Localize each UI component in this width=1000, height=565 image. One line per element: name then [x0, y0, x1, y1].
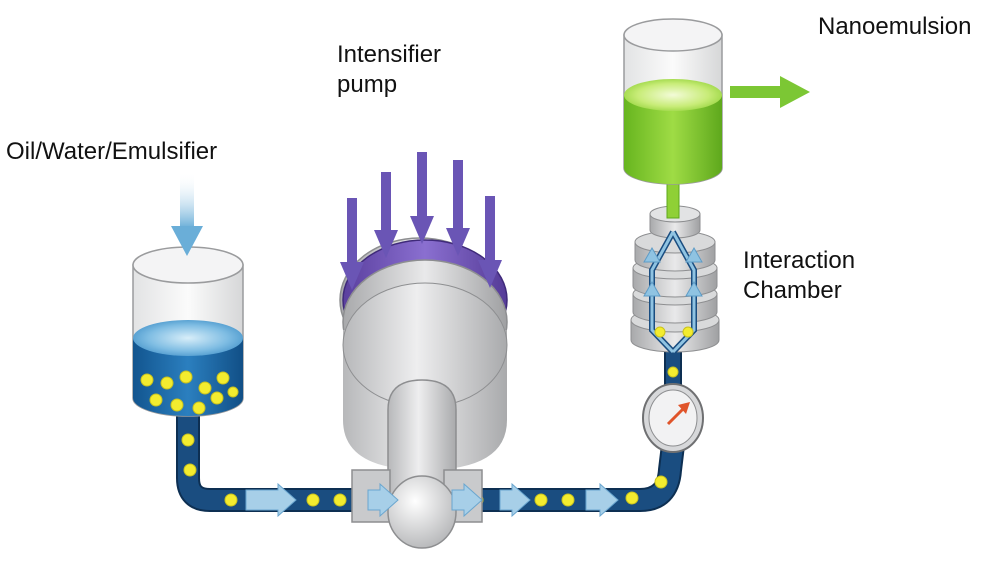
flow-tube — [176, 352, 685, 512]
pump-label-line2: pump — [337, 71, 398, 98]
pump-label-line1: Intensifier — [337, 41, 442, 68]
chamber-label: Interaction Chamber — [743, 246, 855, 306]
flow-arrows — [245, 482, 619, 518]
intensifier-pump — [339, 237, 508, 549]
interaction-chamber — [630, 205, 720, 355]
chamber-label-line2: Chamber — [743, 277, 842, 304]
product-label-text: Nanoemulsion — [818, 13, 972, 40]
feed-inlet-arrow — [171, 172, 203, 256]
pump-label: Intensifier pump — [337, 40, 441, 100]
feed-label: Oil/Water/Emulsifier — [6, 137, 217, 167]
product-vessel — [623, 18, 723, 185]
pump-pressure-arrows — [340, 152, 502, 290]
product-outlet-arrow — [730, 76, 810, 108]
feed-label-text: Oil/Water/Emulsifier — [6, 138, 218, 165]
pressure-gauge — [642, 383, 704, 453]
chamber-label-line1: Interaction — [743, 247, 856, 274]
product-label: Nanoemulsion — [818, 12, 971, 42]
feed-vessel — [132, 246, 244, 417]
